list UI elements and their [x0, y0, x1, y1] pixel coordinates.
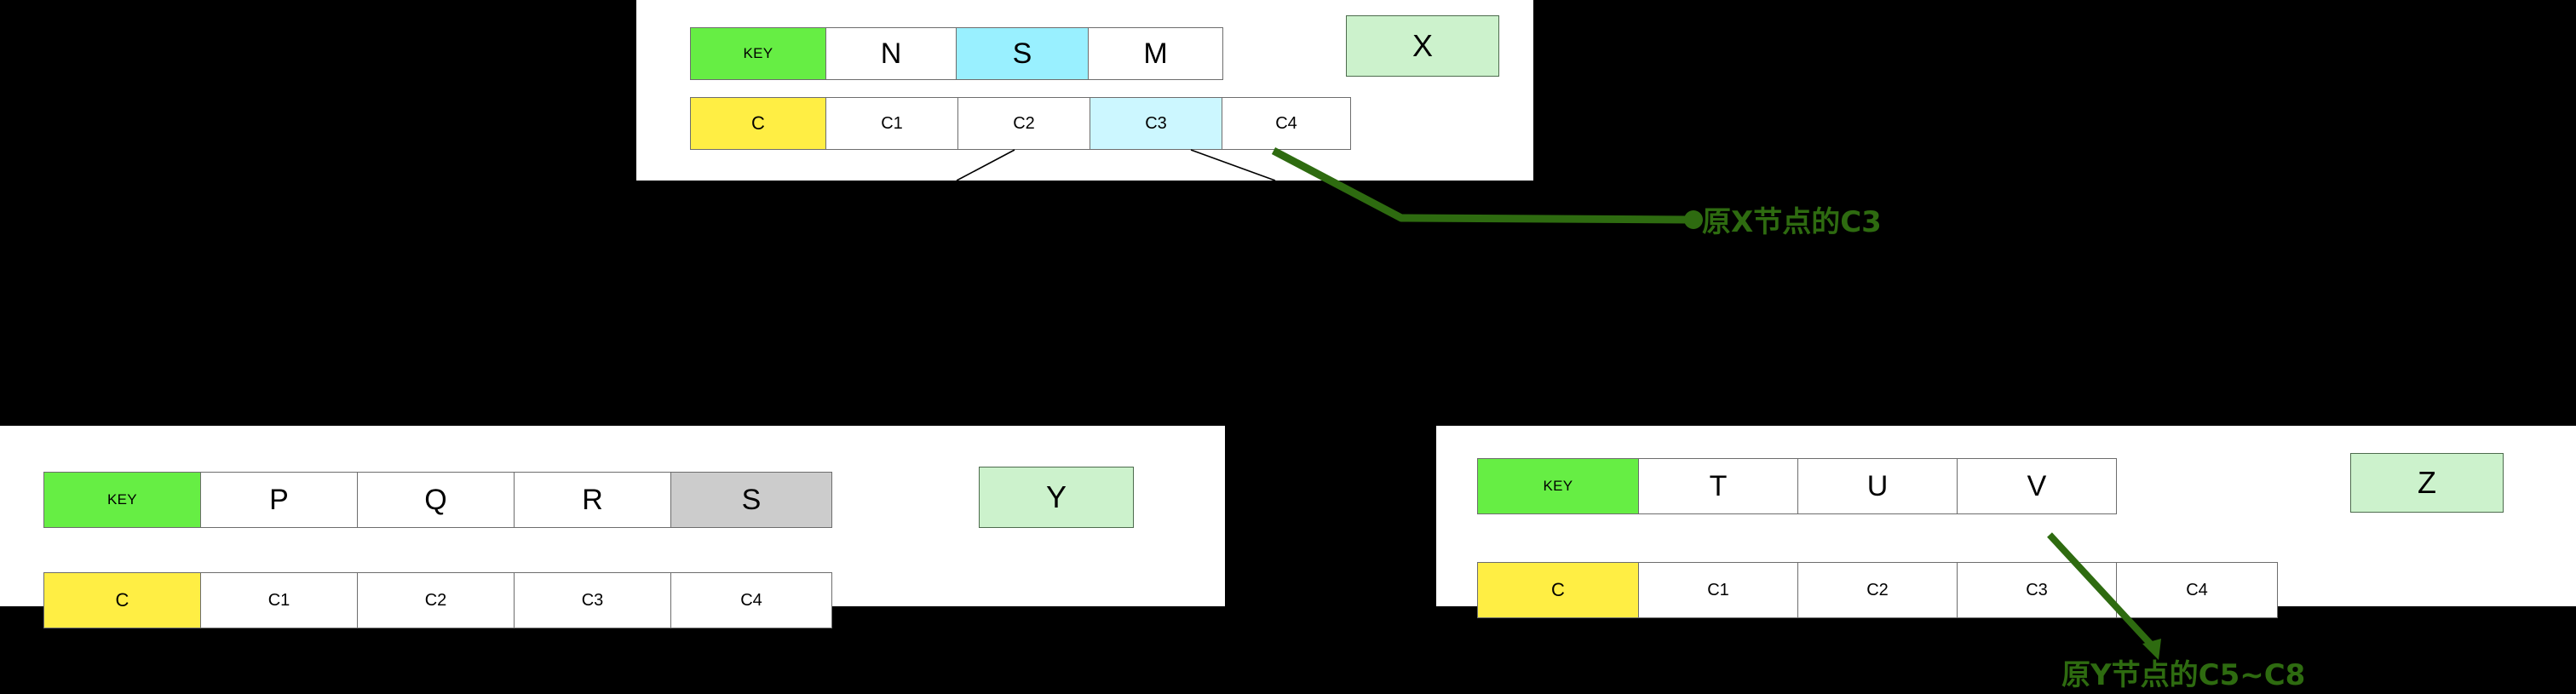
node-y-key-row: KEY P Q R S — [43, 472, 832, 528]
node-z-key-cell-v[interactable]: V — [1957, 458, 2117, 514]
node-x-child-cell-c[interactable]: C — [690, 97, 826, 150]
node-x-child-cell-c1[interactable]: C1 — [825, 97, 958, 150]
node-x-child-cell-c4[interactable]: C4 — [1222, 97, 1351, 150]
node-z-child-cell-c2[interactable]: C2 — [1797, 562, 1958, 618]
node-y-child-cell-c1[interactable]: C1 — [200, 572, 358, 628]
node-x-child-cell-c2[interactable]: C2 — [957, 97, 1090, 150]
annotation-y-c5c8: 原Y节点的C5~C8 — [2061, 658, 2306, 692]
node-y-key-cell-q[interactable]: Q — [357, 472, 515, 528]
node-z-child-cell-c[interactable]: C — [1477, 562, 1639, 618]
node-y-name-box[interactable]: Y — [979, 467, 1134, 528]
node-x-child-row: C C1 C2 C3 C4 — [690, 97, 1351, 150]
node-y-child-row: C C1 C2 C3 C4 — [43, 572, 832, 628]
node-y-key-cell-s[interactable]: S — [670, 472, 832, 528]
node-panel-y: KEY P Q R S C C1 C2 C3 C4 Y — [0, 426, 1225, 628]
node-y-child-cell-c2[interactable]: C2 — [357, 572, 515, 628]
annotation-x-c3: 原X节点的C3 — [1702, 205, 1882, 239]
node-x-child-cell-c3[interactable]: C3 — [1090, 97, 1222, 150]
node-y-key-cell-key[interactable]: KEY — [43, 472, 201, 528]
node-y-child-cell-c3[interactable]: C3 — [514, 572, 671, 628]
node-z-name-box[interactable]: Z — [2350, 453, 2504, 513]
node-z-child-row: C C1 C2 C3 C4 — [1477, 562, 2278, 618]
green-arrow-x-c3-head — [1684, 210, 1703, 229]
node-z-key-cell-u[interactable]: U — [1797, 458, 1958, 514]
node-z-child-cell-c1[interactable]: C1 — [1638, 562, 1798, 618]
node-z-key-cell-key[interactable]: KEY — [1477, 458, 1639, 514]
node-x-key-row: KEY N S M — [690, 27, 1223, 80]
node-x-name-box[interactable]: X — [1346, 15, 1499, 77]
node-z-key-row: KEY T U V — [1477, 458, 2117, 514]
node-x-key-cell-n[interactable]: N — [825, 27, 957, 80]
node-y-key-cell-p[interactable]: P — [200, 472, 358, 528]
node-x-key-cell-s[interactable]: S — [956, 27, 1089, 80]
node-y-child-cell-c[interactable]: C — [43, 572, 201, 628]
node-z-key-cell-t[interactable]: T — [1638, 458, 1798, 514]
node-panel-x: KEY N S M C C1 C2 C3 C4 X — [636, 0, 1533, 181]
node-panel-z: KEY T U V C C1 C2 C3 C4 Z — [1436, 426, 2576, 618]
node-z-child-cell-c3[interactable]: C3 — [1957, 562, 2117, 618]
node-x-key-cell-m[interactable]: M — [1088, 27, 1223, 80]
node-x-key-cell-key[interactable]: KEY — [690, 27, 826, 80]
node-y-key-cell-r[interactable]: R — [514, 472, 671, 528]
node-y-child-cell-c4[interactable]: C4 — [670, 572, 832, 628]
node-z-child-cell-c4[interactable]: C4 — [2116, 562, 2278, 618]
